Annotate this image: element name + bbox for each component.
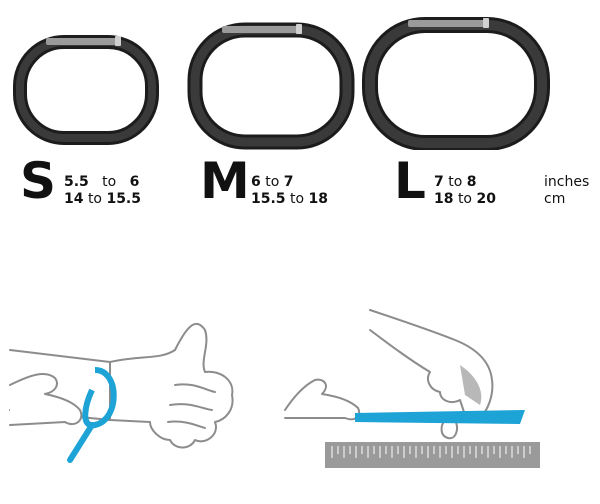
inches-to: 7	[283, 174, 294, 190]
unit-cm: cm	[544, 191, 566, 207]
inches-from: 5.5	[64, 174, 89, 190]
size-range: 6 to 7 15.5 to 18	[251, 174, 328, 208]
sep: to	[448, 174, 463, 190]
sep: to	[457, 191, 472, 207]
wristband-large-icon	[362, 17, 550, 150]
cm-to: 15.5	[106, 191, 141, 207]
inches-to: 6	[129, 174, 140, 190]
cm-to: 20	[476, 191, 496, 207]
inches-from: 7	[434, 174, 444, 190]
size-range: 5.5 to 6 14 to 15.5	[64, 174, 141, 208]
sep: to	[102, 174, 117, 190]
sep: to	[87, 191, 102, 207]
wristband-small-icon	[13, 35, 159, 145]
cm-to: 18	[308, 191, 328, 207]
inches-from: 6	[251, 174, 261, 190]
unit-labels: inches cm	[544, 174, 589, 208]
size-letter: L	[394, 152, 426, 210]
wristband-medium-icon	[187, 22, 355, 150]
sep: to	[265, 174, 280, 190]
size-range: 7 to 8 18 to 20	[434, 174, 496, 208]
wrist-tape-illustration	[9, 322, 234, 463]
cm-from: 15.5	[251, 191, 286, 207]
size-letter: M	[200, 152, 250, 210]
wristband-row	[13, 17, 550, 150]
tape-ruler-illustration	[284, 309, 540, 468]
cm-from: 14	[64, 191, 84, 207]
inches-to: 8	[466, 174, 477, 190]
sep: to	[290, 191, 305, 207]
unit-inches: inches	[544, 174, 590, 190]
size-letter: S	[20, 152, 57, 210]
cm-from: 18	[434, 191, 454, 207]
